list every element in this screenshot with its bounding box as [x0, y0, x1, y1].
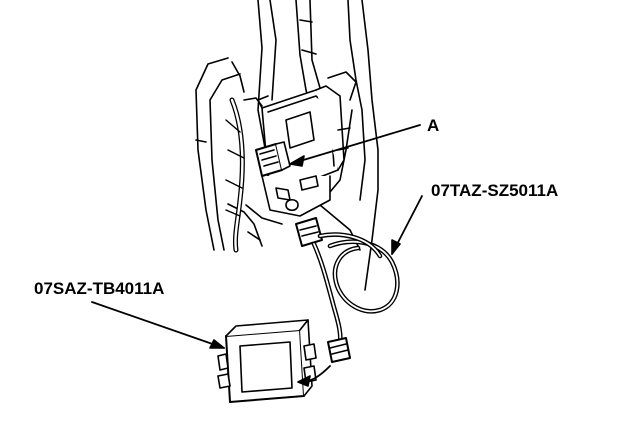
harness-tool-cable [295, 217, 400, 363]
door-frame [195, 57, 245, 251]
callout-test-box-tool: 07SAZ-TB4011A [34, 279, 165, 298]
leader-line-a [289, 124, 421, 165]
callout-connector-a: A [427, 116, 440, 135]
callout-harness-tool: 07TAZ-SZ5011A [431, 181, 559, 200]
leader-line-testbox [91, 301, 225, 349]
connector-a [255, 141, 291, 177]
leader-arrowhead-a [289, 155, 305, 167]
connect-arrowhead [297, 375, 311, 387]
wire-harness [225, 97, 263, 253]
mounting-bracket [261, 175, 331, 217]
leader-arrowhead-harness [391, 239, 401, 255]
vehicle-pillar [227, 0, 379, 291]
test-box [217, 319, 317, 403]
leader-arrowhead-testbox [209, 339, 225, 349]
